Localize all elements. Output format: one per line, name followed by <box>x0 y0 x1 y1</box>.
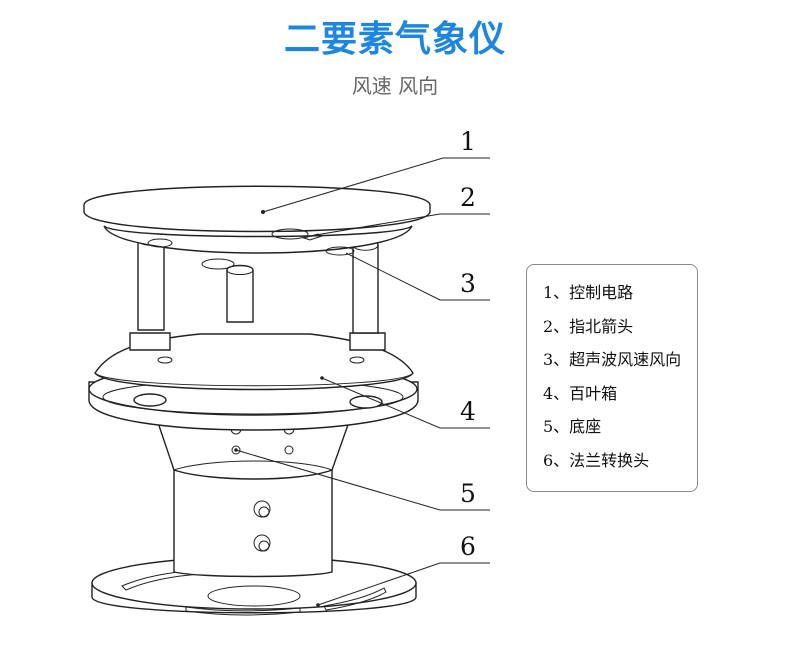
parts-legend: 1、控制电路 2、指北箭头 3、超声波风速风向 4、百叶箱 5、底座 6、法兰转… <box>526 264 698 492</box>
callout-5: 5 <box>460 479 476 508</box>
leader-lines <box>234 157 490 607</box>
callout-6: 6 <box>460 532 476 561</box>
callout-4: 4 <box>460 397 476 426</box>
page-title: 二要素气象仪 <box>283 19 506 60</box>
legend-item-base: 5、底座 <box>543 417 602 436</box>
upper-shroud <box>94 332 414 391</box>
top-cover <box>83 185 431 270</box>
legend-item-north-arrow: 2、指北箭头 <box>543 316 634 336</box>
ultrasonic-probes <box>137 234 379 334</box>
legend-item-ultrasonic: 3、超声波风速风向 <box>543 350 682 369</box>
legend-item-flange-adapter: 6、法兰转换头 <box>543 450 650 470</box>
callout-1: 1 <box>460 127 476 156</box>
callout-2: 2 <box>460 183 476 212</box>
page-subtitle: 风速 风向 <box>351 74 439 98</box>
callout-3: 3 <box>460 269 476 298</box>
legend-item-control-circuit: 1、控制电路 <box>543 283 634 302</box>
base-cylinder <box>173 469 333 578</box>
legend-item-louver-box: 4、百叶箱 <box>543 383 618 403</box>
